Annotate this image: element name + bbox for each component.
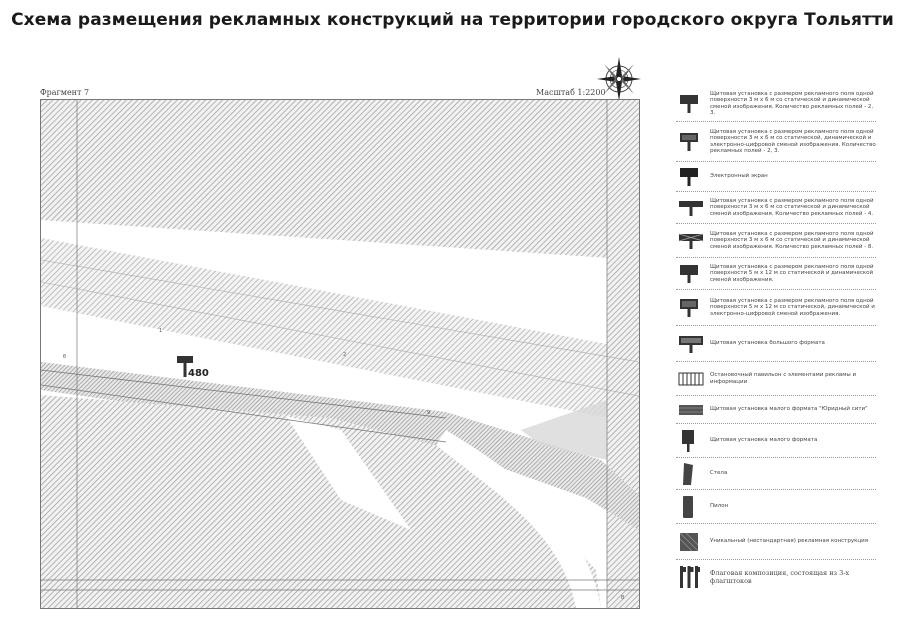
hatched-area-north [41, 100, 639, 260]
legend-label: Флаговая композиция, состоящая из 3-х фл… [710, 569, 850, 585]
legend-label: Щитовая установка малого формата "Юридны… [710, 406, 868, 413]
legend-label: Щитовая установка с размером рекламного … [710, 128, 876, 155]
billboard-wide-icon [679, 200, 703, 216]
scale-label: Масштаб 1:2200 [536, 88, 606, 97]
billboard-large-icon [680, 264, 698, 283]
legend: Щитовая установка с размером рекламного … [676, 86, 876, 594]
legend-item: Уникальный (нестандартная) рекламная кон… [676, 524, 876, 560]
legend-label: Щитовая установка большого формата [710, 340, 825, 347]
legend-item: Остановочный павильон с элементами рекла… [676, 362, 876, 396]
legend-label: Пилон [710, 503, 729, 510]
legend-label: Уникальный (нестандартная) рекламная кон… [710, 538, 869, 545]
legend-label: Щитовая установка с размером рекламного … [710, 90, 874, 117]
legend-item: Щитовая установка с размером рекламного … [676, 290, 876, 326]
legend-label: Стела [710, 470, 728, 477]
pavilion-icon [678, 372, 704, 385]
billboard-number: 480 [188, 368, 209, 379]
legend-item: Щитовая установка с размером рекламного … [676, 258, 876, 290]
billboard-icon [680, 94, 698, 113]
city-wall-icon [679, 404, 703, 415]
legend-item: Щитовая установка большого формата [676, 326, 876, 362]
map-label: 2 [343, 352, 347, 358]
unique-structure-icon [679, 532, 699, 551]
legend-item: Стела [676, 458, 876, 490]
legend-item: Щитовая установка малого формата [676, 424, 876, 458]
legend-label: Электронный экран [710, 173, 768, 180]
map-canvas [41, 100, 639, 608]
legend-label: Щитовая установка с размером рекламного … [710, 197, 874, 217]
map-label: б [63, 354, 67, 360]
legend-label: Щитовая установка с размером рекламного … [710, 297, 875, 317]
hatched-area-south [41, 395, 601, 608]
compass-rose-icon [597, 57, 641, 101]
legend-item: Щитовая установка малого формата "Юридны… [676, 396, 876, 424]
pylon-icon [683, 495, 693, 518]
hatched-road-band [41, 238, 639, 424]
map-view[interactable]: 480 б 2 1 9 8 [40, 99, 640, 609]
lower-road [41, 362, 639, 530]
billboard-cross-icon [678, 233, 704, 249]
electronic-screen-icon [680, 167, 698, 186]
legend-item: Щитовая установка с размером рекламного … [676, 86, 876, 122]
flag-composition-icon [680, 566, 700, 588]
map-label: 1 [159, 328, 163, 334]
legend-item: Щитовая установка с размером рекламного … [676, 192, 876, 224]
billboard-large-digital-icon [680, 298, 698, 317]
page-title: Схема размещения рекламных конструкций н… [11, 10, 894, 30]
large-format-icon [679, 335, 703, 353]
stele-icon [683, 462, 693, 485]
legend-label: Остановочный павильон с элементами рекла… [710, 372, 857, 385]
map-label: 9 [427, 410, 431, 416]
map-label: 8 [621, 595, 625, 601]
billboard-digital-icon [680, 132, 698, 151]
legend-label: Щитовая установка с размером рекламного … [710, 263, 874, 283]
legend-item: Пилон [676, 490, 876, 524]
small-format-icon [682, 429, 694, 452]
legend-label: Щитовая установка малого формата [710, 437, 818, 444]
legend-item: Флаговая композиция, состоящая из 3-х фл… [676, 560, 876, 594]
legend-item: Электронный экран [676, 162, 876, 192]
legend-label: Щитовая установка с размером рекламного … [710, 230, 874, 250]
billboard-icon[interactable] [175, 354, 215, 384]
fragment-label: Фрагмент 7 [40, 88, 90, 97]
legend-item: Щитовая установка с размером рекламного … [676, 224, 876, 258]
legend-item: Щитовая установка с размером рекламного … [676, 122, 876, 162]
